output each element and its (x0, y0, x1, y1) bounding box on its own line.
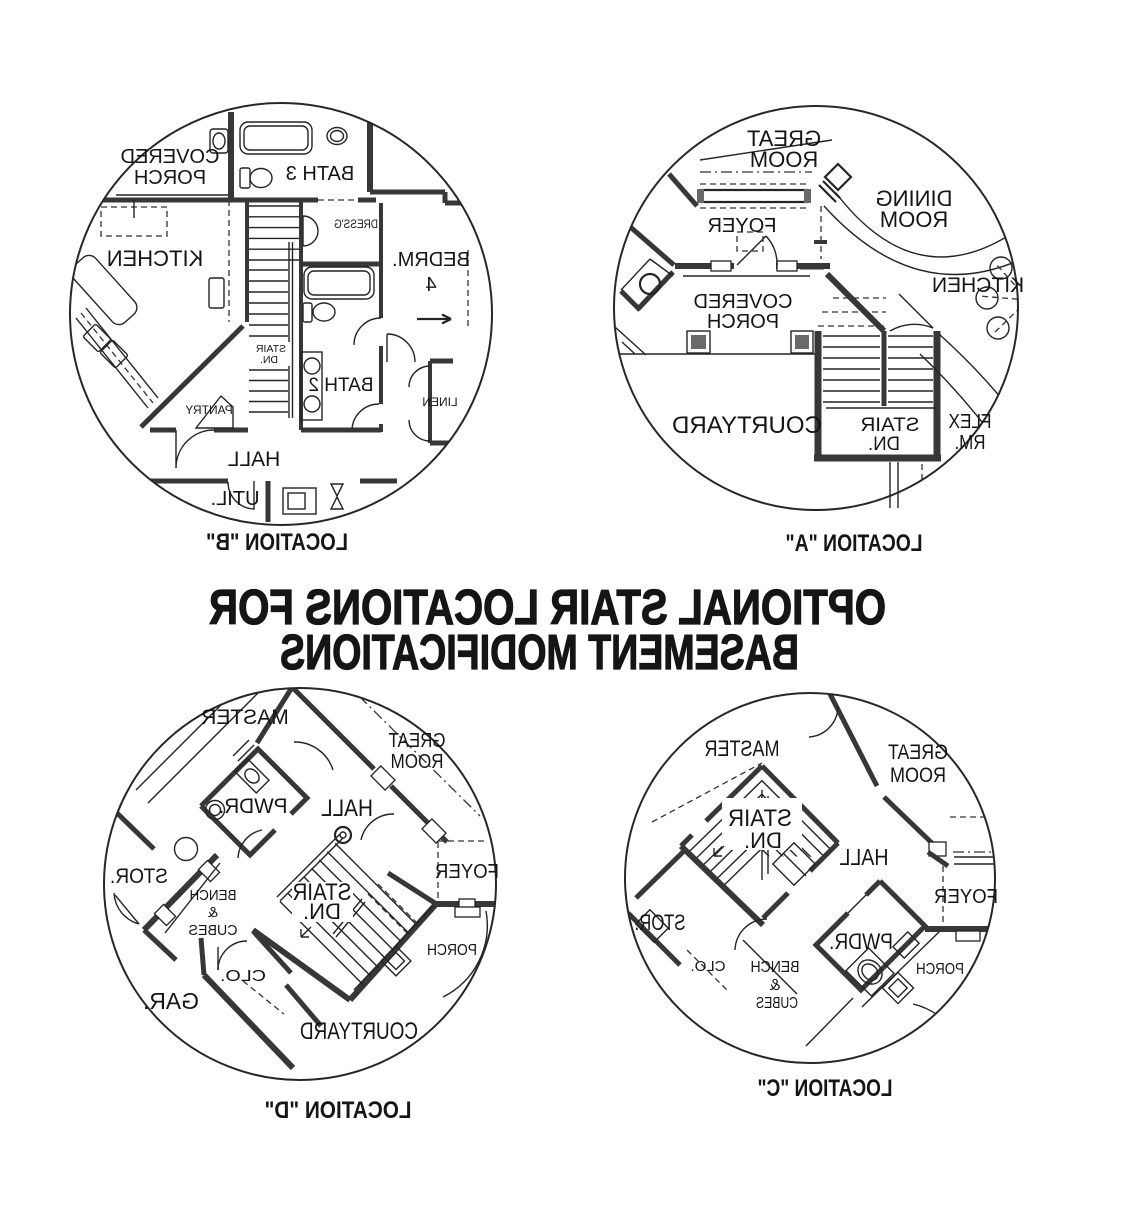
svg-text:PORCH: PORCH (134, 167, 206, 189)
svg-text:STAIR: STAIR (256, 343, 287, 355)
svg-text:&: & (208, 904, 218, 921)
svg-text:STOR.: STOR. (635, 910, 686, 935)
svg-text:STAIR: STAIR (293, 879, 352, 906)
svg-text:PORCH: PORCH (427, 942, 477, 959)
svg-text:OPTIONAL STAIR LOCATIONS FOR: OPTIONAL STAIR LOCATIONS FOR (209, 581, 886, 635)
svg-text:CLO.: CLO. (220, 968, 266, 985)
svg-text:BENCH: BENCH (190, 887, 237, 904)
svg-text:PORCH: PORCH (707, 311, 779, 333)
svg-text:PWDR.: PWDR. (829, 929, 893, 954)
svg-text:STOR.: STOR. (110, 865, 168, 888)
svg-text:PORCH: PORCH (916, 961, 964, 978)
svg-text:DN.: DN. (303, 899, 341, 924)
svg-text:DRESS'G: DRESS'G (334, 217, 378, 231)
svg-text:FOYER: FOYER (708, 215, 777, 237)
svg-text:MASTER: MASTER (201, 706, 289, 729)
svg-text:DN.: DN. (260, 354, 278, 366)
svg-text:KITCHEN: KITCHEN (932, 274, 1024, 297)
svg-text:RM.: RM. (955, 432, 986, 454)
svg-text:DN.: DN. (868, 433, 900, 455)
svg-text:ROOM: ROOM (750, 147, 818, 172)
svg-text:HALL: HALL (321, 795, 373, 822)
svg-text:LOCATION "B": LOCATION "B" (206, 529, 348, 556)
svg-text:CUBES: CUBES (756, 995, 798, 1012)
svg-text:FLEX: FLEX (949, 411, 992, 433)
svg-text:COVERED: COVERED (121, 146, 220, 168)
svg-text:LINEN: LINEN (422, 395, 457, 409)
svg-text:PWDR.: PWDR. (219, 795, 288, 818)
svg-text:BEDRM.: BEDRM. (392, 249, 470, 271)
svg-text:KITCHEN: KITCHEN (107, 246, 204, 271)
svg-text:ROOM: ROOM (391, 751, 444, 773)
svg-text:GREAT: GREAT (888, 741, 948, 764)
svg-text:CUBES: CUBES (189, 922, 238, 939)
svg-text:MASTER: MASTER (705, 736, 780, 761)
svg-text:LOCATION "D": LOCATION "D" (265, 1097, 412, 1124)
svg-text:&: & (769, 977, 780, 994)
svg-text:LOCATION "A": LOCATION "A" (786, 530, 923, 557)
svg-text:CLO.: CLO. (690, 958, 725, 975)
svg-text:BATH 3: BATH 3 (286, 163, 355, 185)
svg-text:GAR.: GAR. (143, 988, 199, 1014)
svg-text:FOYER: FOYER (934, 886, 998, 908)
svg-text:ROOM: ROOM (890, 764, 946, 787)
svg-text:HALL: HALL (839, 844, 888, 870)
svg-text:FOYER: FOYER (435, 861, 499, 883)
svg-text:DINING: DINING (876, 186, 953, 211)
svg-text:PANTRY: PANTRY (185, 403, 233, 417)
svg-text:COURTYARD: COURTYARD (300, 1018, 418, 1045)
svg-text:ROOM: ROOM (880, 207, 948, 232)
svg-text:GREAT: GREAT (747, 126, 821, 151)
svg-text:STAIR: STAIR (861, 414, 920, 436)
svg-text:DN.: DN. (744, 828, 782, 853)
svg-text:LOCATION "C": LOCATION "C" (758, 1075, 893, 1102)
svg-text:BASEMENT MODIFICATIONS: BASEMENT MODIFICATIONS (280, 626, 799, 680)
svg-text:GREAT: GREAT (389, 730, 446, 752)
svg-text:4: 4 (425, 274, 436, 296)
svg-text:COVERED: COVERED (694, 291, 793, 313)
svg-text:HALL: HALL (228, 448, 281, 471)
svg-text:BATH 2: BATH 2 (308, 375, 373, 396)
svg-text:UTIL.: UTIL. (211, 488, 260, 510)
svg-text:STAIR: STAIR (728, 805, 792, 832)
svg-text:COURTYARD: COURTYARD (672, 412, 822, 439)
svg-text:BENCH: BENCH (751, 959, 800, 976)
